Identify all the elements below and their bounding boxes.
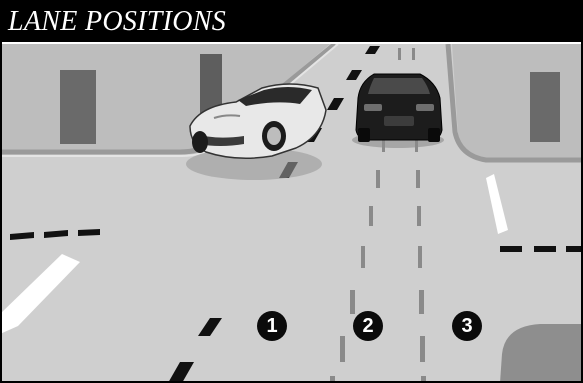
lane-3-badge: 3 [452, 311, 482, 341]
right-building-window [530, 72, 560, 142]
diagram-title: LANE POSITIONS [8, 6, 226, 38]
left-building-window [60, 70, 96, 144]
dark-car [352, 74, 444, 148]
title-bar: LANE POSITIONS [0, 0, 583, 44]
intersection-scene [0, 44, 583, 383]
right-cross-dashes [500, 246, 583, 252]
lane-1-badge: 1 [257, 311, 287, 341]
right-building [452, 44, 583, 158]
lane-2-badge: 2 [353, 311, 383, 341]
